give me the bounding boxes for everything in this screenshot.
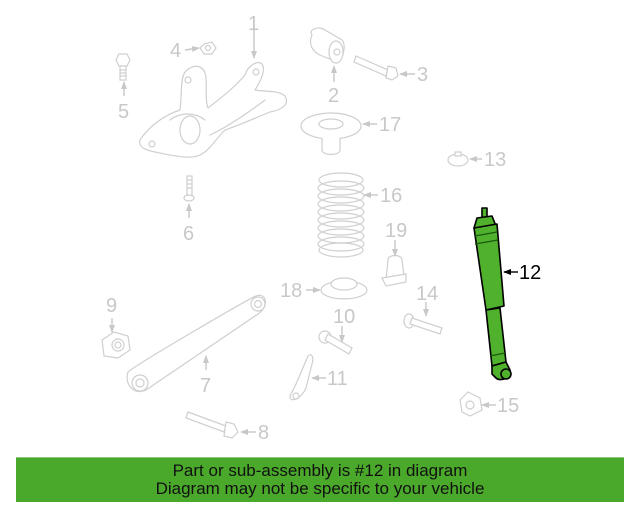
part-5-bolt[interactable] <box>115 53 131 81</box>
part-8-bolt[interactable] <box>185 411 239 439</box>
part-4-nut[interactable] <box>199 41 217 55</box>
callout-2[interactable]: 2 <box>328 85 339 107</box>
callout-6[interactable]: 6 <box>183 223 194 245</box>
callout-4[interactable]: 4 <box>170 40 181 62</box>
callout-12[interactable]: 12 <box>519 262 541 284</box>
part-12-shock-absorber[interactable] <box>473 207 512 381</box>
part-15-bushing[interactable] <box>459 391 483 417</box>
callout-9[interactable]: 9 <box>106 295 117 317</box>
callout-10[interactable]: 10 <box>333 306 355 328</box>
callout-13[interactable]: 13 <box>484 149 506 171</box>
part-17-spring-insulator[interactable] <box>300 112 362 156</box>
callout-14[interactable]: 14 <box>416 283 438 305</box>
callout-15[interactable]: 15 <box>497 395 519 417</box>
part-1-knuckle[interactable] <box>139 62 288 158</box>
part-14-bolt[interactable] <box>403 313 443 335</box>
part-11-bracket[interactable] <box>289 354 314 401</box>
part-10-bolt[interactable] <box>318 330 353 355</box>
callout-11[interactable]: 11 <box>327 368 348 390</box>
callout-1[interactable]: 1 <box>248 13 259 35</box>
part-6-bolt[interactable] <box>183 175 195 202</box>
callout-3[interactable]: 3 <box>417 64 428 86</box>
part-9-bushing[interactable] <box>101 331 131 359</box>
callout-17[interactable]: 17 <box>379 114 401 136</box>
info-banner: Part or sub-assembly is #12 in diagram D… <box>16 457 624 502</box>
part-13-cap[interactable] <box>447 151 469 167</box>
callout-16[interactable]: 16 <box>380 185 402 207</box>
callout-7[interactable]: 7 <box>200 375 211 397</box>
callout-18[interactable]: 18 <box>280 280 302 302</box>
callout-8[interactable]: 8 <box>258 422 269 444</box>
banner-line-disclaimer: Diagram may not be specific to your vehi… <box>155 479 485 498</box>
callout-19[interactable]: 19 <box>385 220 407 242</box>
banner-line-part-number: Part or sub-assembly is #12 in diagram <box>172 461 468 480</box>
part-16-coil-spring[interactable] <box>317 172 365 258</box>
part-2-bushing[interactable] <box>309 27 345 64</box>
part-19-bumper[interactable] <box>381 254 407 287</box>
part-18-lower-seat[interactable] <box>320 277 368 300</box>
part-7-lower-arm[interactable] <box>126 294 266 393</box>
part-3-bolt[interactable] <box>353 55 399 81</box>
callout-5[interactable]: 5 <box>118 101 129 123</box>
